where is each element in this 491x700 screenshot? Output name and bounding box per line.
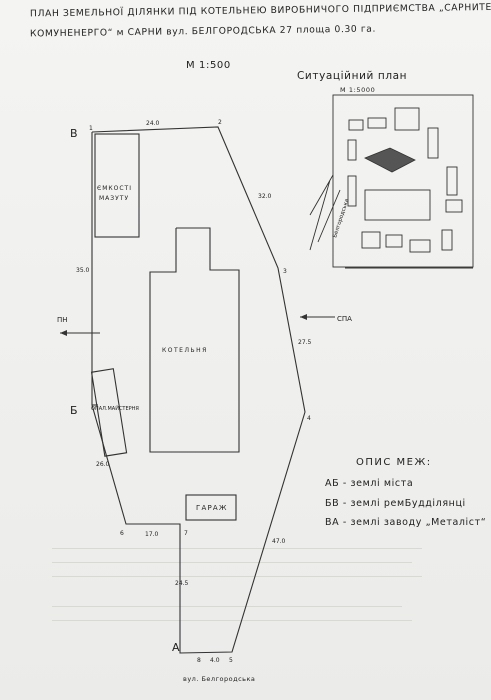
legend-item-bv: БВ - землі ремБудділянці	[325, 498, 466, 509]
faint-text-line	[52, 576, 422, 577]
situation-plan-highlighted-plot	[364, 147, 416, 173]
fuel-tanks-label-2: МАЗУТУ	[99, 195, 129, 202]
section-mark-left-label: ПН	[57, 316, 68, 324]
point-label-2: 2	[218, 119, 222, 126]
dimension-left-upper: 35.0	[76, 267, 90, 274]
fuel-tanks-label-1: ЄМКОСТІ	[97, 185, 132, 192]
dimension-6-7: 17.0	[145, 531, 159, 538]
faint-text-line	[52, 562, 412, 563]
point-label-7: 7	[184, 530, 188, 537]
situation-plan-street-label: Белгородська	[332, 198, 350, 238]
point-label-4: 4	[307, 415, 311, 422]
section-mark-right-arrowhead	[300, 314, 307, 320]
point-label-3: 3	[283, 268, 287, 275]
small-workshop-label: ОПАЛ.МАЙСТЕРНЯ	[91, 405, 139, 412]
dimension-4-5: 47.0	[272, 538, 286, 545]
map-scale: М 1:500	[186, 60, 231, 71]
faint-text-line	[52, 606, 402, 607]
dimension-2-3: 32.0	[258, 193, 272, 200]
boiler-house-label: КОТЕЛЬНЯ	[162, 347, 208, 354]
point-label-5: 5	[229, 657, 233, 664]
point-label-V: В	[70, 127, 78, 140]
point-label-A: А	[172, 641, 180, 654]
dimension-7-A: 24.5	[175, 580, 189, 587]
point-label-1: 1	[89, 125, 93, 132]
faint-text-line	[52, 548, 422, 549]
section-mark-left-arrowhead	[60, 330, 67, 336]
dimension-3-4: 27.5	[298, 339, 312, 346]
situation-plan-title: Ситуаційний план	[297, 70, 408, 82]
legend-item-va: ВА - землі заводу „Металіст“	[325, 517, 487, 528]
situation-plan-frame	[332, 94, 474, 268]
plot-boundary	[91, 126, 306, 654]
legend-title: ОПИС МЕЖ:	[356, 457, 432, 468]
small-workshop-building	[90, 368, 128, 457]
point-label-6: 6	[120, 530, 124, 537]
fuel-tanks-building	[94, 133, 140, 238]
situation-street	[309, 174, 341, 251]
situation-plan-scale: М 1:5000	[340, 86, 376, 94]
dimension-left-lower: 26.0	[96, 461, 110, 468]
point-label-8: 8	[197, 657, 201, 664]
point-label-B: Б	[70, 404, 78, 417]
dimension-1-2: 24.0	[146, 120, 160, 127]
dimension-A-8: 4.0	[210, 657, 220, 664]
street-label: вул. Белгородська	[183, 675, 256, 683]
garage-building	[185, 494, 237, 521]
legend-item-ab: АБ - землі міста	[325, 478, 414, 489]
boiler-house-building	[149, 227, 240, 453]
garage-label: ГАРАЖ	[196, 504, 228, 512]
faint-text-line	[52, 620, 412, 621]
section-mark-right-label: СПА	[337, 315, 352, 323]
